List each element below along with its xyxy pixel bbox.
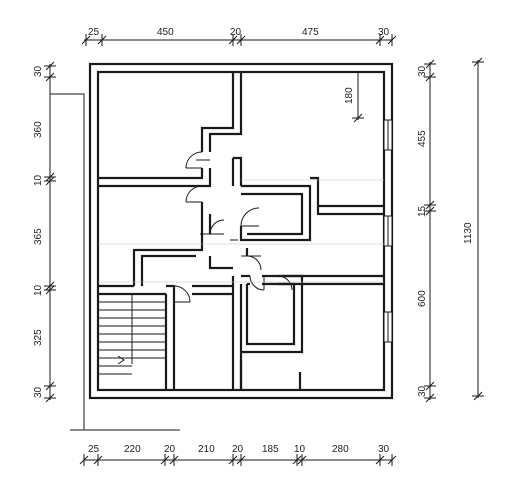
dim-bottom-7: 10 bbox=[294, 444, 306, 455]
dim-inner-180: 180 bbox=[344, 87, 355, 104]
dim-bottom-1: 25 bbox=[88, 444, 100, 455]
doors bbox=[173, 151, 293, 303]
dim-top-1: 25 bbox=[88, 27, 100, 38]
dim-left-1: 30 bbox=[33, 65, 44, 77]
dim-top-4: 475 bbox=[302, 27, 319, 38]
dim-left-5: 10 bbox=[33, 284, 44, 296]
dim-left-3: 10 bbox=[33, 174, 44, 186]
exterior-walls bbox=[50, 62, 394, 431]
dim-overall-height: 1130 bbox=[463, 222, 474, 244]
inner-dimension: 180 bbox=[344, 72, 364, 123]
left-dimension-chain: 30 360 10 365 10 325 30 bbox=[33, 61, 56, 403]
windows bbox=[383, 119, 393, 343]
dim-bottom-9: 30 bbox=[378, 444, 390, 455]
dim-top-2: 450 bbox=[157, 27, 174, 38]
dim-right-1: 30 bbox=[417, 65, 428, 77]
dim-top-3: 20 bbox=[230, 27, 242, 38]
dim-left-7: 30 bbox=[33, 386, 44, 398]
dim-right-5: 30 bbox=[417, 385, 428, 397]
dim-right-4: 600 bbox=[417, 290, 428, 307]
dim-bottom-3: 20 bbox=[164, 444, 176, 455]
overall-height-dimension: 1130 bbox=[463, 57, 484, 401]
dim-bottom-8: 280 bbox=[332, 444, 349, 455]
dim-right-3: 15 bbox=[417, 205, 428, 217]
dim-top-5: 30 bbox=[378, 27, 390, 38]
bottom-dimension-chain: 25 220 20 210 20 185 10 280 30 bbox=[79, 444, 397, 466]
dim-bottom-5: 20 bbox=[232, 444, 244, 455]
dim-bottom-6: 185 bbox=[262, 444, 279, 455]
dim-right-2: 455 bbox=[417, 130, 428, 147]
faint-guides bbox=[98, 179, 384, 283]
dim-left-6: 325 bbox=[33, 329, 44, 346]
interior-walls bbox=[98, 72, 384, 390]
dim-bottom-2: 220 bbox=[124, 444, 141, 455]
dim-left-4: 365 bbox=[33, 228, 44, 245]
dim-left-2: 360 bbox=[33, 121, 44, 138]
dim-bottom-4: 210 bbox=[198, 444, 215, 455]
staircase bbox=[97, 293, 167, 391]
right-dimension-chain: 30 455 15 600 30 bbox=[417, 59, 436, 403]
top-dimension-chain: 25 450 20 475 30 bbox=[81, 27, 397, 46]
